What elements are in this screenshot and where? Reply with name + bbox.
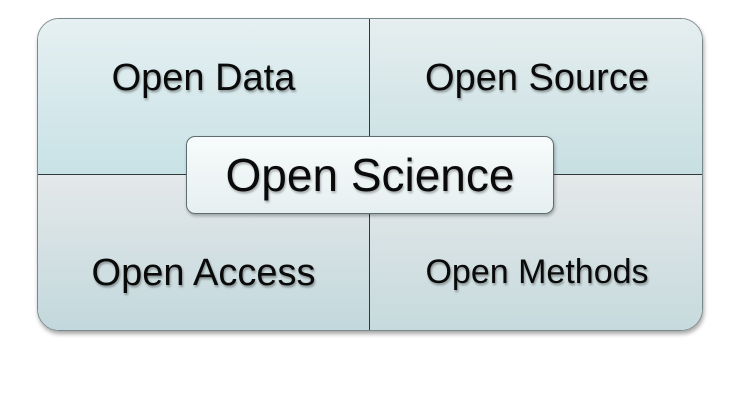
center-box-open-science: Open Science (186, 136, 554, 214)
center-label-open-science: Open Science (225, 149, 515, 201)
quadrant-label-open-source: Open Source (425, 57, 649, 99)
quadrant-label-open-data: Open Data (111, 57, 296, 99)
quadrant-label-open-methods: Open Methods (425, 253, 649, 291)
quadrant-label-open-access: Open Access (91, 252, 316, 294)
